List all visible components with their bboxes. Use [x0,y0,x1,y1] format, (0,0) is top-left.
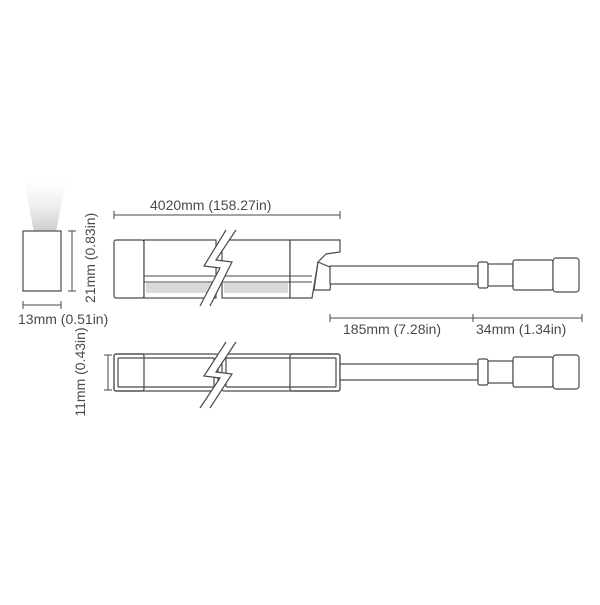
top-strip-body [113,353,341,392]
profile-cross-section [22,230,62,292]
length-label: 4020mm (158.27in) [150,197,271,213]
connector-ring [477,261,489,289]
cable-label: 185mm (7.28in) [343,321,441,337]
cable-gland [313,261,333,291]
channel-shading-left [146,283,212,293]
connector-tip [552,257,580,293]
side-view: 4020mm (158.27in) [113,197,583,337]
cable [329,265,479,285]
end-view: 21mm (0.83in) 13mm (0.51in) [18,170,108,327]
top-inner-left [117,357,215,388]
width-label: 13mm (0.51in) [18,311,108,327]
connector-label: 34mm (1.34in) [476,321,566,337]
top-inner-right [225,357,337,388]
strip-channel [144,275,312,283]
top-left-cap [113,353,145,392]
connector [477,257,580,293]
channel-shading-right [224,283,288,293]
left-end-cap [113,239,145,299]
break-symbol [199,229,237,307]
top-cable [339,363,479,381]
top-view: 11mm (0.43in) [72,327,580,417]
top-connector [477,354,580,390]
connector-body [487,263,514,287]
top-break-symbol [199,341,237,409]
connector-collar [512,259,554,291]
light-glow [22,170,68,232]
height-label: 21mm (0.83in) [82,213,98,303]
right-end-cap [289,239,341,299]
thickness-label: 11mm (0.43in) [72,327,88,416]
